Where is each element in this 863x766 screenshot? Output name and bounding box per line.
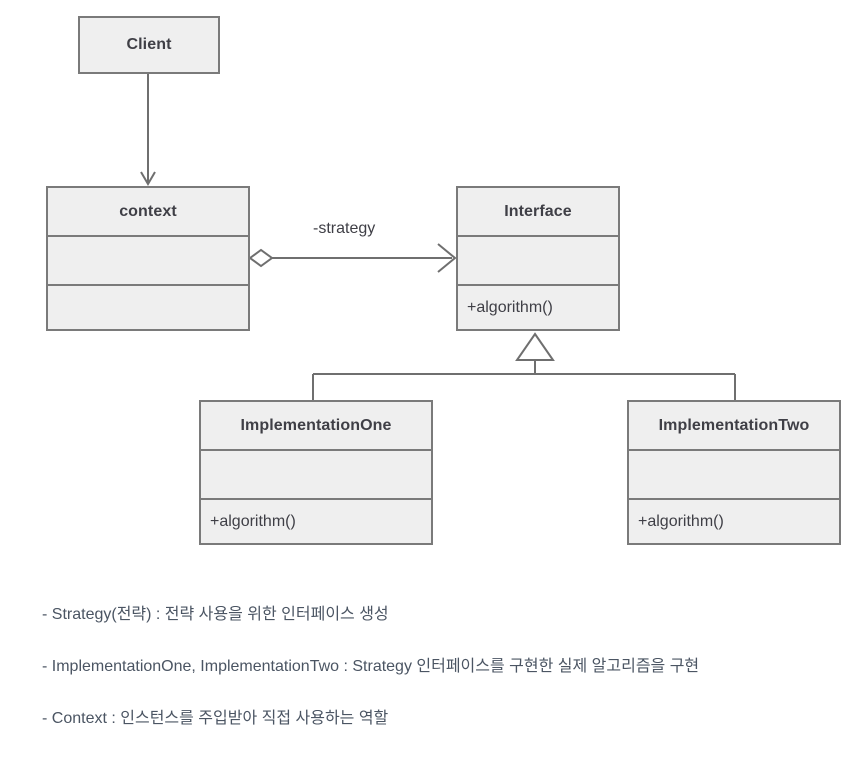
edge-client-to-context (140, 74, 156, 186)
class-attributes-implementation-two (629, 449, 839, 498)
class-name-client: Client (126, 36, 172, 53)
class-name-implementation-two: ImplementationTwo (658, 416, 810, 434)
note-line-context: - Context : 인스턴스를 주입받아 직접 사용하는 역할 (42, 710, 389, 727)
class-attributes-context (48, 235, 248, 284)
uml-class-implementation-two[interactable]: ImplementationTwo +algorithm() (627, 400, 841, 545)
description-notes: - Strategy(전략) : 전략 사용을 위한 인터페이스 생성 - Im… (42, 603, 842, 731)
class-attributes-implementation-one (201, 449, 431, 498)
class-operation-implementation-one-algorithm: +algorithm() (201, 498, 431, 543)
class-name-interface: Interface (504, 202, 572, 220)
class-operation-implementation-two-algorithm: +algorithm() (629, 498, 839, 543)
uml-class-interface[interactable]: Interface +algorithm() (456, 186, 620, 331)
uml-class-client[interactable]: Client (78, 16, 220, 74)
class-name-implementation-one: ImplementationOne (240, 416, 392, 434)
class-operations-context (48, 284, 248, 329)
edge-generalization-bus (312, 332, 736, 400)
uml-class-context[interactable]: context (46, 186, 250, 331)
edge-label-strategy: -strategy (313, 220, 376, 237)
note-line-implementations: - ImplementationOne, ImplementationTwo :… (42, 658, 700, 675)
class-attributes-interface (458, 235, 618, 284)
class-operation-interface-algorithm: +algorithm() (458, 284, 618, 329)
edge-context-to-interface (248, 243, 457, 273)
note-line-strategy: - Strategy(전략) : 전략 사용을 위한 인터페이스 생성 (42, 606, 389, 623)
uml-class-implementation-one[interactable]: ImplementationOne +algorithm() (199, 400, 433, 545)
class-name-context: context (119, 202, 177, 220)
